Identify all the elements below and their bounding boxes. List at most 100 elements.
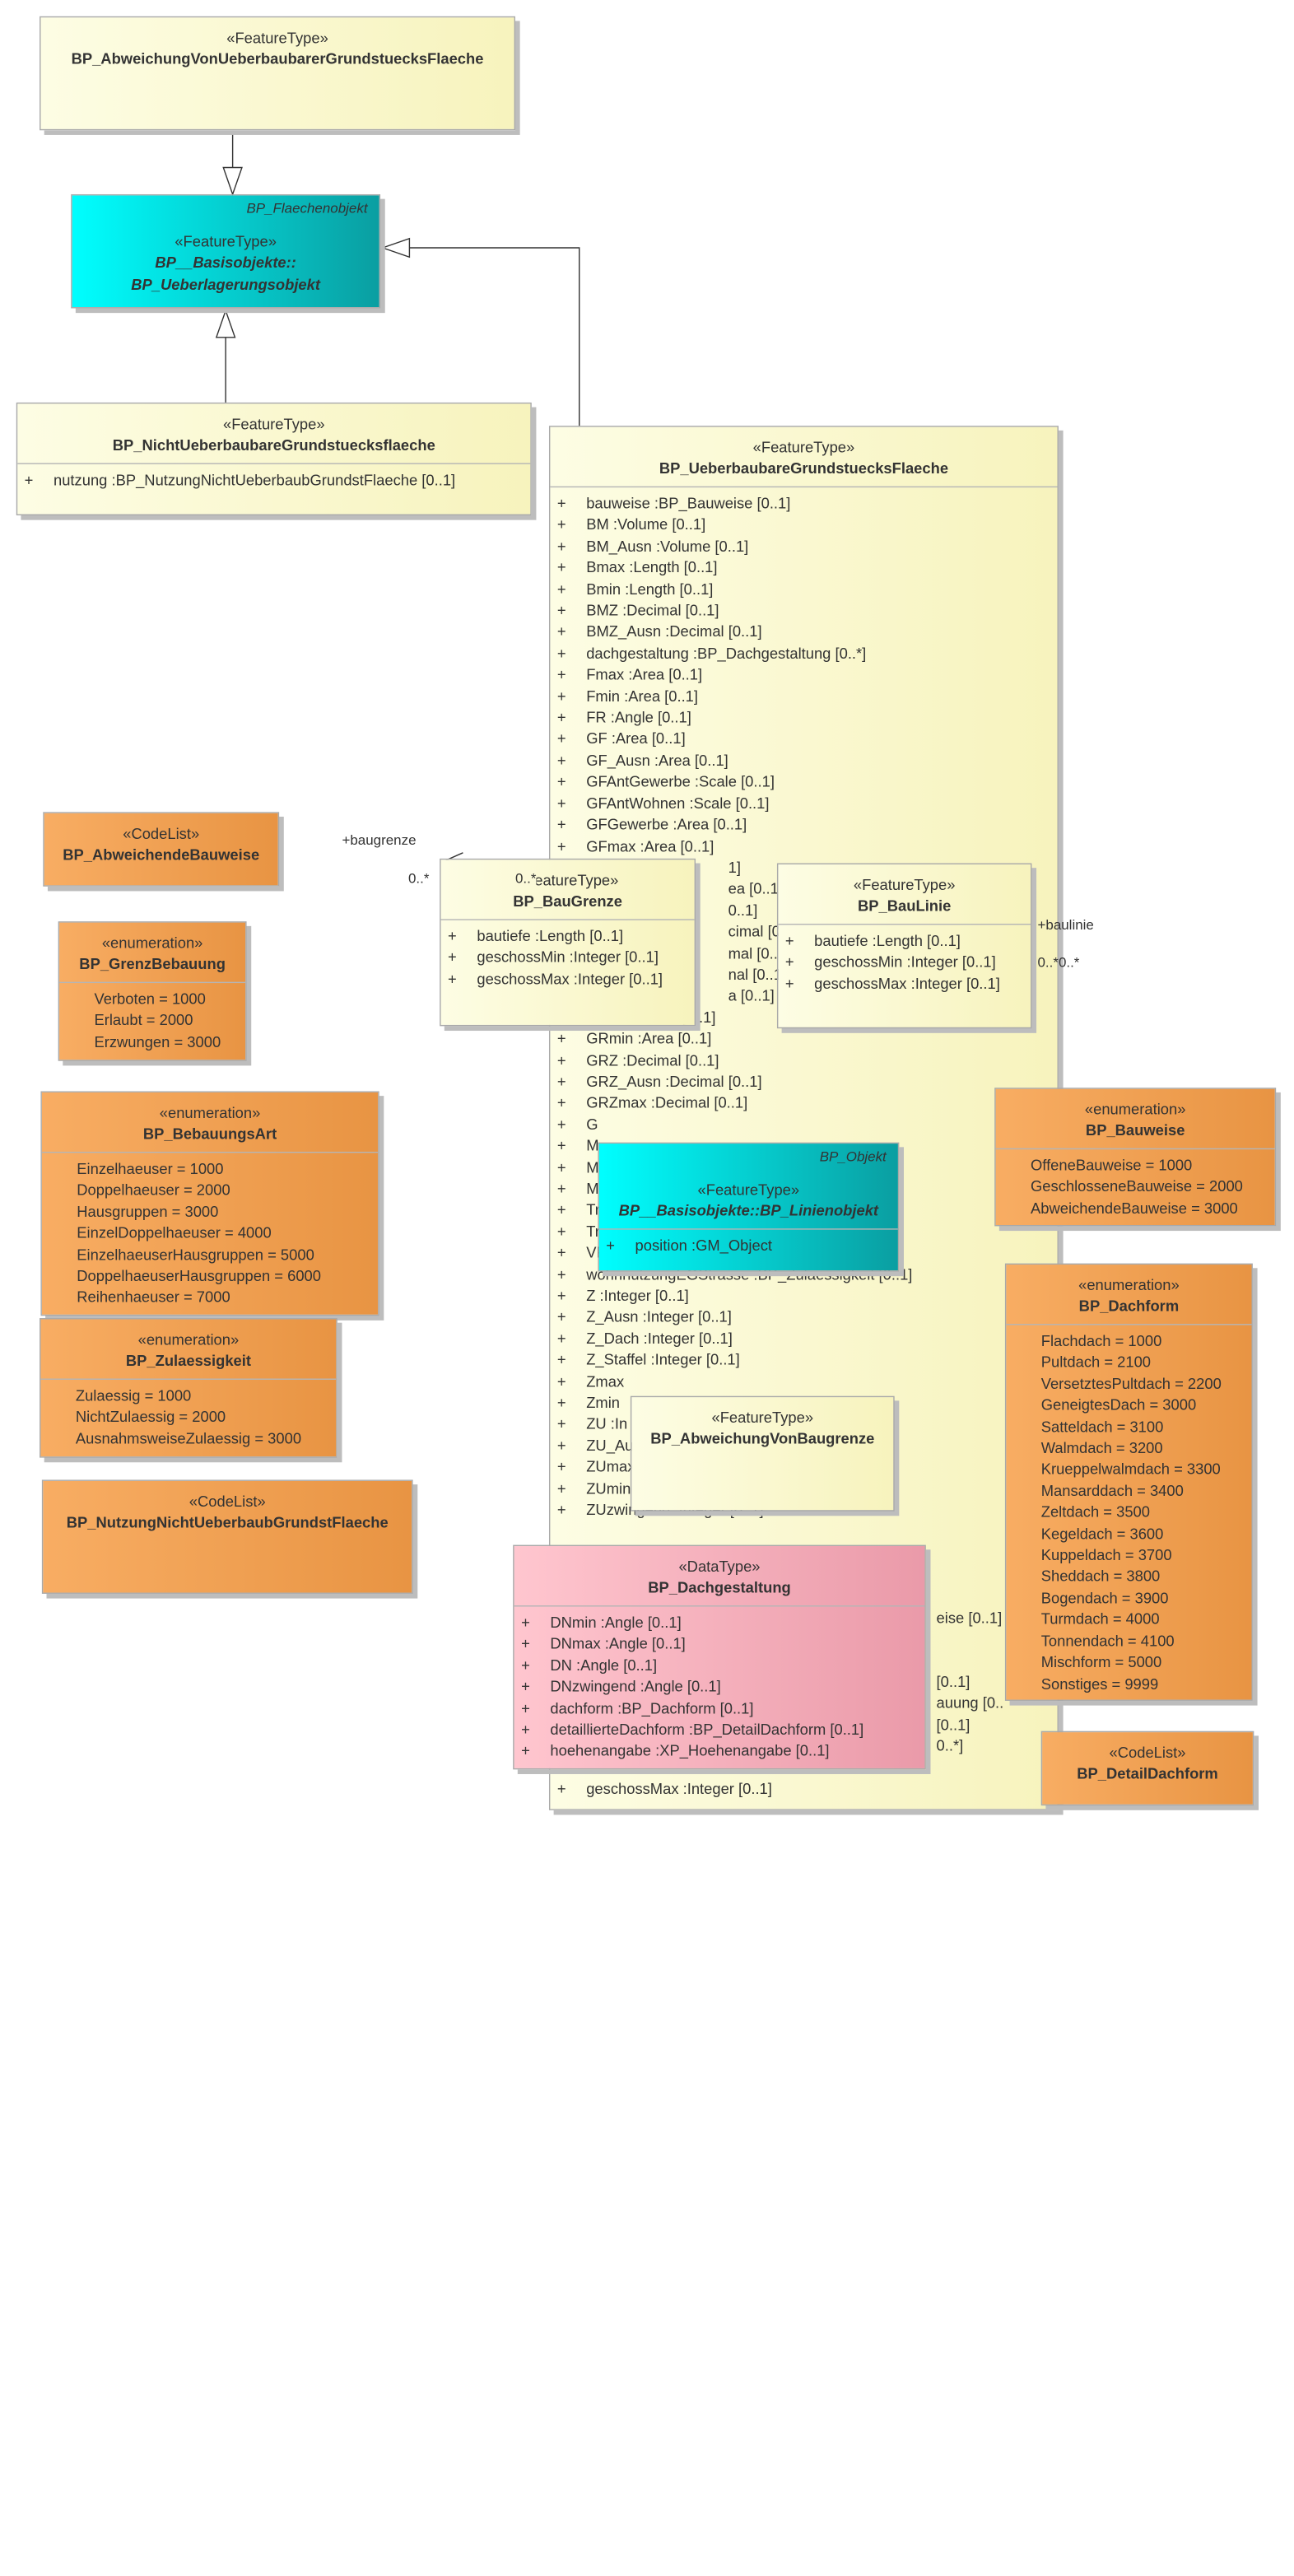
attribute-row: ea [0..1] bbox=[728, 879, 783, 897]
stereotype: «CodeList» bbox=[1109, 1744, 1186, 1762]
class-abweichung-baugrenze[interactable]: «FeatureType» BP_AbweichungVonBaugrenze bbox=[630, 1395, 895, 1512]
class-grenzbebauung[interactable]: «enumeration» BP_GrenzBebauung Verboten … bbox=[58, 921, 247, 1061]
stereotype: «FeatureType» bbox=[226, 29, 328, 47]
class-name: BP__Basisobjekte::BP_Linienobjekt bbox=[618, 1201, 879, 1219]
enum-literal: Krueppelwalmdach = 3300 bbox=[1040, 1460, 1221, 1479]
attribute-row: +DNzwingend :Angle [0..1] bbox=[521, 1677, 721, 1696]
class-bebauungsart[interactable]: «enumeration» BP_BebauungsArt Einzelhaeu… bbox=[40, 1091, 379, 1316]
attribute-row: 0..1] bbox=[728, 901, 758, 919]
attribute-row: +DNmin :Angle [0..1] bbox=[521, 1613, 682, 1632]
parent-package: BP_Objekt bbox=[819, 1148, 887, 1165]
attribute-row: +Z :Integer [0..1] bbox=[556, 1286, 689, 1305]
stereotype: «FeatureType» bbox=[697, 1181, 800, 1199]
attribute-row: +ZU_Au bbox=[556, 1437, 634, 1455]
enum-literal: Doppelhaeuser = 2000 bbox=[77, 1181, 230, 1199]
class-name: BP_Dachform bbox=[1078, 1297, 1180, 1315]
stereotype: «enumeration» bbox=[159, 1104, 261, 1122]
multiplicity-label-baugrenze: 0..* bbox=[407, 869, 430, 887]
attribute-row: +FR :Angle [0..1] bbox=[556, 708, 691, 726]
attribute-row: +geschossMin :Integer [0..1] bbox=[448, 948, 659, 967]
class-bauweise[interactable]: «enumeration» BP_Bauweise OffeneBauweise… bbox=[994, 1088, 1277, 1227]
multiplicity-label-overlap: 0..* bbox=[515, 869, 537, 887]
attribute-row: +GF_Ausn :Area [0..1] bbox=[556, 751, 728, 769]
attribute-row: nal [0..1] bbox=[728, 965, 787, 983]
stereotype: «enumeration» bbox=[1084, 1100, 1186, 1118]
attribute-row: +geschossMax :Integer [0..1] bbox=[784, 974, 1000, 993]
stereotype: «FeatureType» bbox=[222, 415, 325, 433]
class-nicht-ueberbaubar[interactable]: «FeatureType» BP_NichtUeberbaubareGrunds… bbox=[16, 402, 532, 516]
stereotype: «FeatureType» bbox=[752, 438, 855, 456]
attribute-row: +Z_Dach :Integer [0..1] bbox=[556, 1329, 733, 1348]
stereotype: «enumeration» bbox=[137, 1330, 240, 1349]
attribute-row: +BM_Ausn :Volume [0..1] bbox=[556, 537, 749, 555]
class-name: BP_NutzungNichtUeberbaubGrundstFlaeche bbox=[66, 1513, 389, 1531]
class-name: BP_BauLinie bbox=[858, 897, 952, 915]
generalization-line bbox=[409, 247, 580, 426]
enum-literal: AbweichendeBauweise = 3000 bbox=[1031, 1199, 1238, 1217]
attribute-fragment: auung [0.. bbox=[936, 1693, 1004, 1712]
stereotype: «FeatureType» bbox=[711, 1409, 814, 1427]
attribute-row: +G bbox=[556, 1115, 598, 1134]
attribute-row: +bautiefe :Length [0..1] bbox=[784, 931, 961, 950]
attribute-compartment: +bautiefe :Length [0..1] +geschossMin :In… bbox=[778, 924, 1031, 995]
stereotype: «enumeration» bbox=[101, 934, 203, 952]
class-linienobjekt[interactable]: BP_Objekt «FeatureType» BP__Basisobjekte… bbox=[598, 1142, 900, 1272]
attribute-row: +M bbox=[556, 1136, 599, 1155]
stereotype: «DataType» bbox=[678, 1558, 761, 1576]
stereotype: «FeatureType» bbox=[175, 232, 277, 250]
enum-literal: Flachdach = 1000 bbox=[1040, 1331, 1162, 1350]
attribute-row: +Bmax :Length [0..1] bbox=[556, 558, 718, 576]
class-name: BP_Bauweise bbox=[1085, 1121, 1185, 1139]
enum-literal: Einzelhaeuser = 1000 bbox=[77, 1159, 224, 1178]
class-ueberlagerungsobjekt[interactable]: BP_Flaechenobjekt «FeatureType» BP__Basi… bbox=[71, 193, 381, 309]
class-name: BP_BauGrenze bbox=[513, 892, 622, 911]
attribute-row: +position :GM_Object bbox=[606, 1237, 772, 1255]
attribute-row: +GFGewerbe :Area [0..1] bbox=[556, 815, 747, 833]
attribute-row: +GRZ :Decimal [0..1] bbox=[556, 1050, 719, 1069]
attribute-row: +GRmin :Area [0..1] bbox=[556, 1029, 712, 1048]
class-zulaessigkeit[interactable]: «enumeration» BP_Zulaessigkeit Zulaessig… bbox=[40, 1318, 337, 1458]
class-abweichung-ueberbaubar[interactable]: «FeatureType» BP_AbweichungVonUeberbauba… bbox=[40, 16, 516, 131]
attribute-row: +geschossMax :Integer [0..1] bbox=[448, 970, 663, 988]
class-name: BP_AbweichungVonBaugrenze bbox=[650, 1429, 875, 1447]
enum-literal: Zeltdach = 3500 bbox=[1040, 1503, 1151, 1521]
enum-literal: Bogendach = 3900 bbox=[1040, 1589, 1169, 1607]
attribute-row: +M bbox=[556, 1158, 599, 1176]
attribute-row: +Fmax :Area [0..1] bbox=[556, 665, 703, 683]
attribute-row: mal [0..1] bbox=[728, 943, 791, 962]
class-dachform[interactable]: «enumeration» BP_Dachform Flachdach = 10… bbox=[1004, 1263, 1253, 1701]
attribute-row: +dachform :BP_Dachform [0..1] bbox=[521, 1699, 754, 1717]
attribute-row: +hoehenangabe :XP_Hoehenangabe [0..1] bbox=[521, 1742, 830, 1760]
enum-literal: Zulaessig = 1000 bbox=[75, 1386, 192, 1404]
attribute-compartment: +position :GM_Object bbox=[598, 1228, 898, 1256]
attribute-compartment: +DNmin :Angle [0..1] +DNmax :Angle [0..1]… bbox=[514, 1605, 925, 1763]
enum-literal: Pultdach = 2100 bbox=[1040, 1353, 1152, 1372]
enum-literal: Walmdach = 3200 bbox=[1040, 1439, 1163, 1457]
attribute-row: +Zmax bbox=[556, 1372, 625, 1390]
class-baugrenze[interactable]: «FeatureType» BP_BauGrenze +bautiefe :Le… bbox=[440, 858, 696, 1027]
attribute-row: +Z_Ausn :Integer [0..1] bbox=[556, 1307, 732, 1326]
enum-literal: GeneigtesDach = 3000 bbox=[1040, 1396, 1197, 1414]
attribute-row: +nutzung :BP_NutzungNichtUeberbaubGrunds… bbox=[24, 471, 456, 489]
class-dachgestaltung[interactable]: «DataType» BP_Dachgestaltung +DNmin :Ang… bbox=[513, 1544, 926, 1770]
enum-literal: Erzwungen = 3000 bbox=[94, 1032, 221, 1050]
attribute-compartment: +bauweise :BP_Bauweise [0..1]+BM :Volume… bbox=[550, 486, 1058, 1521]
attribute-row: +bautiefe :Length [0..1] bbox=[448, 927, 624, 945]
attribute-row: +geschossMin :Integer [0..1] bbox=[784, 953, 996, 971]
enum-literal: GeschlosseneBauweise = 2000 bbox=[1031, 1177, 1243, 1195]
attribute-fragment: eise [0..1] bbox=[936, 1609, 1003, 1627]
attribute-row: +DNmax :Angle [0..1] bbox=[521, 1634, 686, 1653]
attribute-fragment: 0..*] bbox=[936, 1736, 964, 1754]
generalization-arrowhead bbox=[380, 237, 411, 259]
class-baulinie[interactable]: «FeatureType» BP_BauLinie +bautiefe :Len… bbox=[776, 863, 1032, 1029]
attribute-row: 1] bbox=[728, 858, 741, 876]
enum-literal: Turmdach = 4000 bbox=[1040, 1610, 1160, 1628]
enum-literal: Mansarddach = 3400 bbox=[1040, 1482, 1184, 1500]
class-nutzung-codelist[interactable]: «CodeList» BP_NutzungNichtUeberbaubGrund… bbox=[41, 1479, 413, 1594]
attribute-compartment: +bautiefe :Length [0..1] +geschossMin :In… bbox=[440, 919, 695, 990]
role-label-baulinie: +baulinie bbox=[1037, 916, 1094, 934]
class-detaildachform[interactable]: «CodeList» BP_DetailDachform bbox=[1040, 1731, 1254, 1806]
attribute-row: +GFAntGewerbe :Scale [0..1] bbox=[556, 772, 775, 790]
class-name-line-1: BP__Basisobjekte:: bbox=[155, 254, 296, 272]
class-abweichende-bauweise[interactable]: «CodeList» BP_AbweichendeBauweise bbox=[43, 812, 280, 887]
